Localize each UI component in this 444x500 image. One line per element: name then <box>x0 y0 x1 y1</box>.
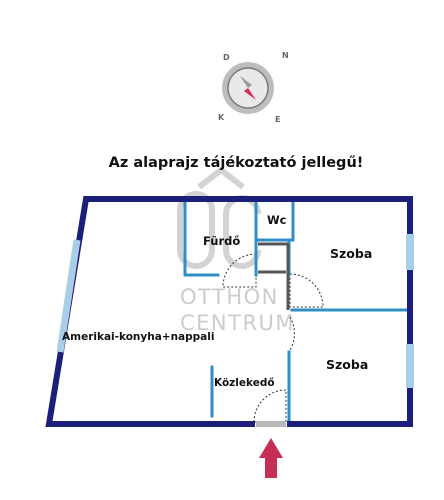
watermark-letter-c <box>223 195 261 269</box>
disclaimer-text: Az alaprajz tájékoztató jellegű! <box>108 155 364 171</box>
compass-letter-d: D <box>223 53 230 62</box>
windows <box>56 234 414 427</box>
room-label-nappali: Amerikai-konyha+nappali <box>62 331 214 343</box>
door-frames <box>258 242 290 310</box>
watermark-line2: CENTRUM <box>180 311 295 335</box>
watermark-logo <box>177 166 261 269</box>
door-swing-szoba1 <box>289 273 324 308</box>
watermark-line1: OTTHON <box>180 285 279 309</box>
compass-letter-k: K <box>218 113 225 122</box>
room-label-szoba-1: Szoba <box>330 246 372 261</box>
compass-icon: D N K E <box>218 51 289 124</box>
outer-walls <box>45 196 413 427</box>
door-swings <box>222 253 324 423</box>
watermark-roof <box>197 166 245 190</box>
door-swing-szoba2 <box>289 316 295 351</box>
entrance-threshold <box>256 421 286 427</box>
window-right-upper <box>406 234 414 270</box>
window-right-lower <box>406 344 414 388</box>
room-label-furdo: Fürdő <box>203 234 240 248</box>
door-swing-entrance <box>253 389 287 423</box>
compass-needle-south <box>240 76 252 88</box>
room-label-kozlekedo: Közlekedő <box>214 377 275 389</box>
compass-letter-e: E <box>275 115 280 124</box>
room-label-szoba-2: Szoba <box>326 357 368 372</box>
outer-wall <box>45 196 413 427</box>
entrance-arrow-icon <box>259 438 283 478</box>
compass-needle-north <box>244 88 256 100</box>
room-label-wc: Wc <box>267 213 287 227</box>
compass-letter-n: N <box>282 51 289 60</box>
window-left <box>56 239 81 353</box>
